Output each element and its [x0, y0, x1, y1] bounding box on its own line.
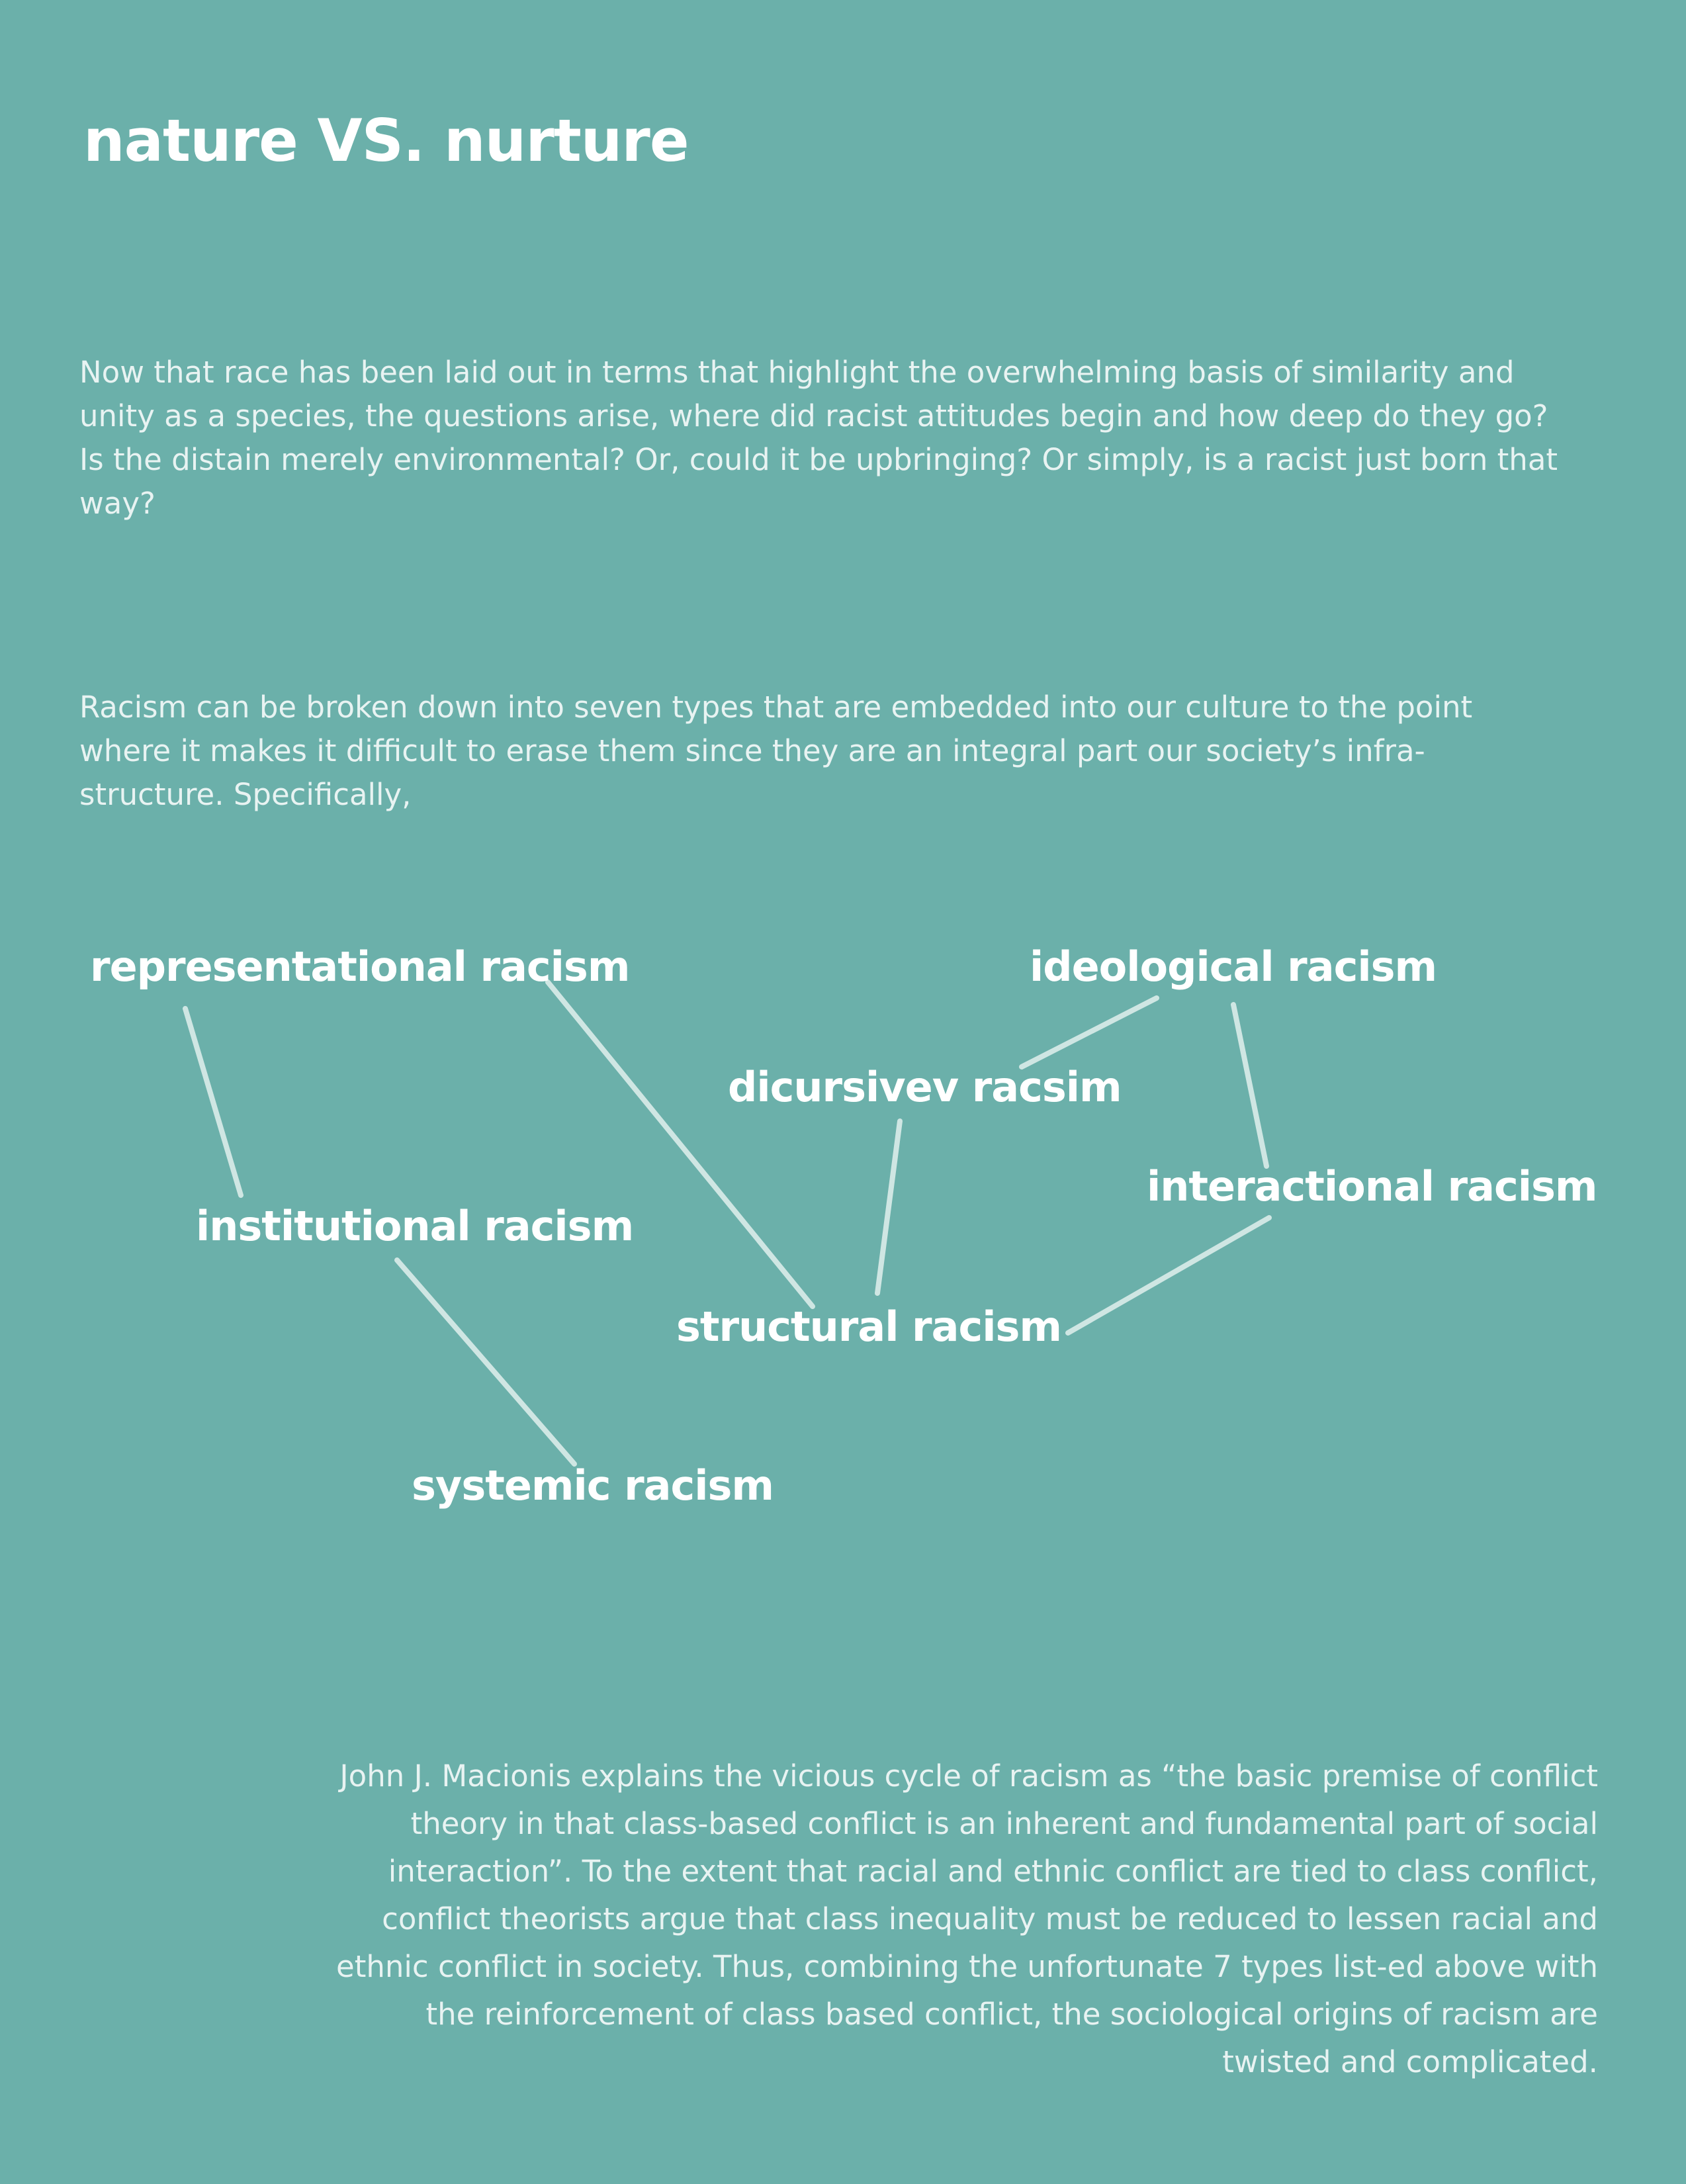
- page-title: nature VS. nurture: [83, 107, 689, 175]
- node-representational-racism: representational racism: [90, 942, 630, 991]
- connector-representational-institutional: [183, 1006, 244, 1198]
- connector-ideological-interactional: [1231, 1002, 1269, 1169]
- connector-interactional-structural: [1065, 1215, 1272, 1336]
- connector-dicursivev-structural: [875, 1118, 903, 1296]
- node-interactional-racism: interactional racism: [1147, 1162, 1597, 1210]
- connector-institutional-systemic: [394, 1257, 577, 1467]
- node-ideological-racism: ideological racism: [1030, 942, 1437, 991]
- node-structural-racism: structural racism: [676, 1302, 1062, 1351]
- connector-representational-structural: [545, 979, 815, 1309]
- node-dicursivev-racsim: dicursivev racsim: [728, 1063, 1122, 1111]
- intro-paragraph: Now that race has been laid out in terms…: [79, 355, 1558, 521]
- node-institutional-racism: institutional racism: [196, 1202, 634, 1250]
- closing-paragraph: John J. Macionis explains the vicious cy…: [336, 1758, 1598, 2079]
- racism-types-paragraph: Racism can be broken down into seven typ…: [79, 690, 1473, 812]
- node-systemic-racism: systemic racism: [412, 1461, 774, 1510]
- connector-ideological-dicursivev: [1019, 995, 1159, 1069]
